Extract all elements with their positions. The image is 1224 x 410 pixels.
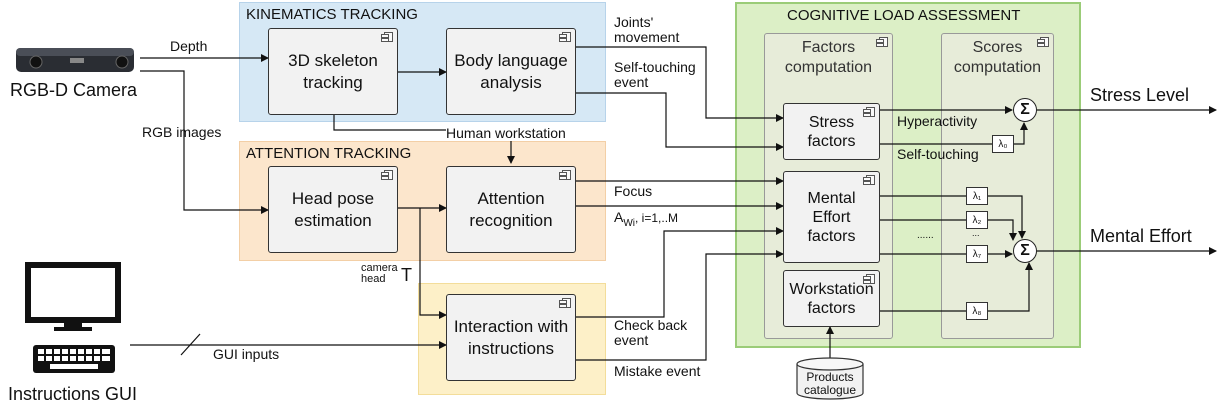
rgbd-camera-label: RGB-D Camera (10, 80, 138, 100)
component-icon (1037, 37, 1049, 47)
component-icon (559, 170, 571, 180)
component-icon (559, 298, 571, 308)
component-icon (381, 32, 393, 42)
joints-movement-label: Joints' movement (614, 14, 680, 45)
lambda1-to-sum-arrow (988, 195, 1026, 239)
attention-recognition-box: Attention recognition (446, 166, 576, 253)
lambda-2-box: λ₂ (966, 211, 988, 229)
stress-sum-node: Σ (1013, 98, 1037, 122)
component-icon (381, 170, 393, 180)
rgb-images-arrow (140, 70, 269, 214)
workstation-factors-label: Workstation factors (789, 280, 874, 317)
skeleton-tracking-label: 3D skeleton tracking (288, 50, 378, 92)
scores-computation-column: Scores computation (941, 33, 1054, 339)
stress-factors-label: Stress factors (807, 113, 856, 150)
component-icon (863, 175, 875, 185)
attention-recognition-label: Attention recognition (469, 188, 553, 230)
body-language-box: Body language analysis (446, 28, 576, 115)
mental-effort-factors-label: Mental Effort factors (807, 189, 856, 245)
rgb-images-label: RGB images (142, 124, 222, 140)
self-touching-event-label: Self-touching event (614, 59, 696, 90)
lambda8-to-sum-arrow (988, 262, 1033, 312)
hyperactivity-label: Hyperactivity (897, 113, 978, 129)
interaction-instructions-label: Interaction with instructions (453, 316, 569, 358)
cognitive-title: COGNITIVE LOAD ASSESSMENT (787, 7, 1021, 24)
mistake-arrow (576, 250, 784, 361)
focus-label: Focus (614, 183, 653, 199)
gui-inputs-slash (180, 333, 201, 356)
component-icon (559, 32, 571, 42)
component-icon (876, 37, 888, 47)
head-pose-label: Head pose estimation (291, 188, 375, 230)
keyboard-icon (33, 345, 115, 373)
camera-head-t-label: T (401, 265, 412, 285)
camera-head-bottom-label: head (361, 273, 386, 285)
gui-inputs-label: GUI inputs (213, 346, 280, 362)
mental-effort-factors-box: Mental Effort factors (783, 171, 880, 263)
kinematics-title: KINEMATICS TRACKING (246, 6, 418, 23)
lambda-7-box: λ₇ (966, 245, 988, 263)
lambda0-to-sum-arrow (1014, 122, 1028, 145)
camera-head-top-label: camera (361, 262, 398, 274)
attention-title: ATTENTION TRACKING (246, 145, 412, 162)
awi-subscript: Wi (623, 217, 636, 229)
check-back-label: Check back event (614, 317, 688, 348)
self-touching-event-arrow (576, 92, 784, 151)
component-icon (863, 107, 875, 117)
component-icon (863, 274, 875, 284)
mistake-event-label: Mistake event (614, 363, 701, 379)
joints-movement-arrow (576, 46, 784, 122)
human-workstation-label: Human workstation (446, 125, 566, 141)
head-pose-box: Head pose estimation (268, 166, 398, 253)
stress-level-output-label: Stress Level (1090, 85, 1190, 105)
lambda2-to-sum-arrow (988, 219, 1017, 241)
human-workstation-arrow (333, 115, 515, 164)
scores-computation-title: Scores computation (953, 39, 1042, 76)
factors-computation-title: Factors computation (784, 39, 873, 76)
lambda-8-box: λ₈ (966, 302, 988, 320)
camerahead-to-interaction-arrow (419, 208, 447, 319)
self-touching-label: Self-touching (897, 146, 979, 162)
skeleton-tracking-box: 3D skeleton tracking (268, 28, 398, 115)
instructions-gui-label: Instructions GUI (8, 384, 138, 404)
lambda-1-box: λ₁ (966, 187, 988, 205)
ellipsis-label: ...... (917, 230, 934, 241)
lambda-small-dots: ... (972, 228, 980, 238)
body-language-label: Body language analysis (454, 50, 568, 92)
stress-factors-box: Stress factors (783, 103, 880, 160)
products-catalogue-label: Products catalogue (803, 370, 857, 397)
awi-rest: , i=1,..M (635, 211, 679, 225)
products-catalogue-icon (796, 357, 864, 400)
checkback-arrow (576, 227, 784, 318)
workstation-factors-box: Workstation factors (783, 270, 880, 327)
awi-label: AWi, i=1,..M (614, 210, 678, 231)
mental-sum-node: Σ (1013, 239, 1037, 263)
awi-main: A (614, 209, 624, 225)
interaction-instructions-box: Interaction with instructions (446, 294, 576, 381)
mental-effort-output-label: Mental Effort (1090, 226, 1192, 246)
lambda-0-box: λ₀ (992, 135, 1014, 153)
rgbd-camera-icon (16, 48, 134, 72)
monitor-icon (25, 262, 121, 331)
depth-label: Depth (170, 38, 208, 54)
